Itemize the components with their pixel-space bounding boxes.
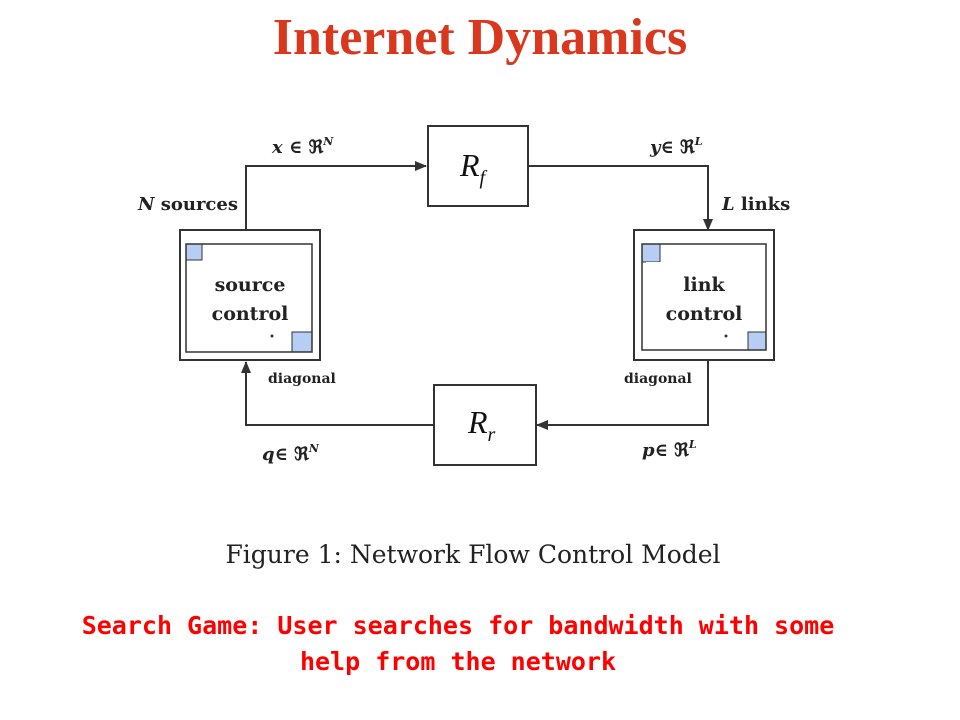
rr-label: Rr (467, 404, 496, 446)
diagonal-left-label: diagonal (268, 371, 336, 387)
figure-caption: Figure 1: Network Flow Control Model (225, 540, 721, 569)
diagonal-right-label: diagonal (624, 371, 692, 387)
rr-box: Rr (433, 384, 537, 466)
x-label: x ∈ ℜN (271, 135, 334, 158)
n-sources-label: N sources (137, 194, 238, 215)
footer-note: Search Game: User searches for bandwidth… (0, 608, 916, 680)
x-flow-arrow (245, 161, 427, 230)
flow-lines (241, 161, 713, 430)
l-links-label: L links (721, 194, 790, 215)
rf-label: Rf (459, 147, 488, 189)
footer-line-2: help from the network (299, 647, 617, 676)
slide-title: Internet Dynamics (272, 9, 688, 66)
source-control-box: source control (179, 229, 321, 361)
q-flow-arrow (241, 361, 434, 426)
y-label: y∈ ℜL (649, 135, 703, 158)
link-control-line2: control (666, 303, 743, 325)
link-control-box: link control (633, 229, 775, 361)
link-control-line1: link (683, 274, 725, 296)
p-flow-arrow (536, 360, 709, 430)
source-control-line1: source (215, 274, 286, 296)
footer-line-1: Search Game: User searches for bandwidth… (81, 611, 835, 640)
y-flow-arrow (528, 165, 713, 231)
p-label: p∈ ℜL (642, 438, 697, 461)
q-label: q∈ ℜN (262, 442, 320, 465)
source-control-line2: control (212, 303, 289, 325)
rf-box: Rf (427, 125, 529, 207)
